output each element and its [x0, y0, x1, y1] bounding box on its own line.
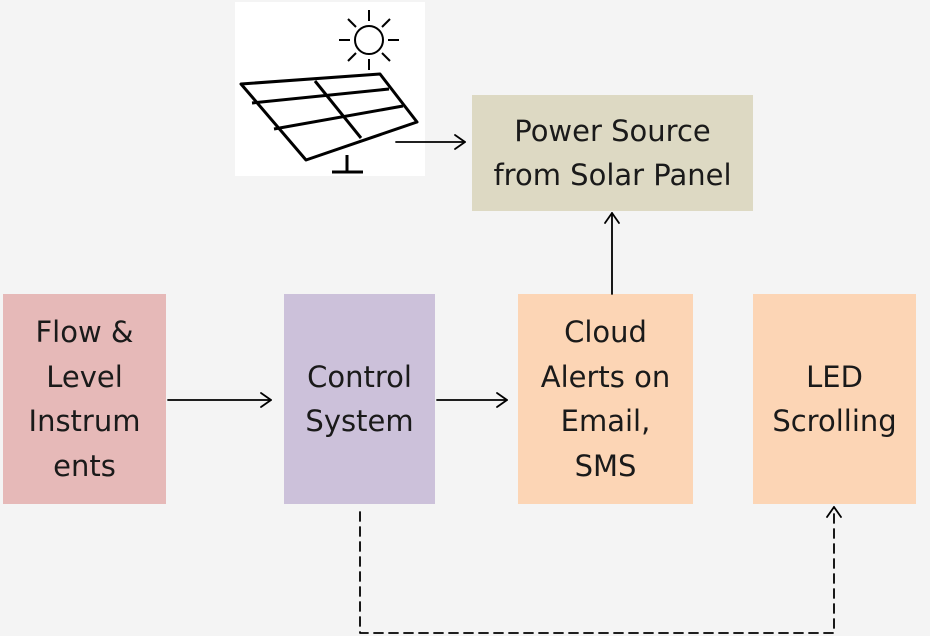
cloud-label-line2: Alerts on [540, 359, 671, 394]
arrow-control-to-cloud [436, 392, 508, 408]
control-label-line2: System [305, 404, 414, 438]
cloud-label-line4: SMS [574, 448, 637, 483]
flow-label-line4: ents [53, 448, 116, 483]
control-system-block: Control System [284, 294, 435, 504]
power-source-label-line2: from Solar Panel [493, 158, 732, 192]
led-scrolling-block: LED Scrolling [753, 294, 916, 504]
arrow-flow-to-control [167, 392, 272, 408]
cloud-alerts-block: Cloud Alerts on Email, SMS [518, 294, 693, 504]
arrow-cloud-to-power [604, 212, 620, 295]
led-label-line1: LED [806, 359, 863, 394]
flow-level-instruments-block: Flow & Level Instrum ents [3, 294, 166, 504]
sun-icon [339, 10, 399, 70]
flow-label-line3: Instrum [28, 404, 141, 438]
flow-label-line2: Level [46, 359, 123, 394]
solar-panel-icon [239, 10, 419, 174]
solar-panel-image [235, 2, 425, 176]
arrow-control-to-led-dashed [359, 506, 842, 634]
power-source-block: Power Source from Solar Panel [472, 95, 753, 211]
flow-label-line1: Flow & [35, 315, 134, 349]
led-label-line2: Scrolling [772, 404, 897, 438]
cloud-label-line1: Cloud [564, 315, 647, 349]
cloud-label-line3: Email, [560, 404, 651, 438]
power-source-label-line1: Power Source [514, 113, 711, 148]
control-label-line1: Control [307, 359, 412, 394]
arrow-solar-to-power [395, 134, 466, 150]
